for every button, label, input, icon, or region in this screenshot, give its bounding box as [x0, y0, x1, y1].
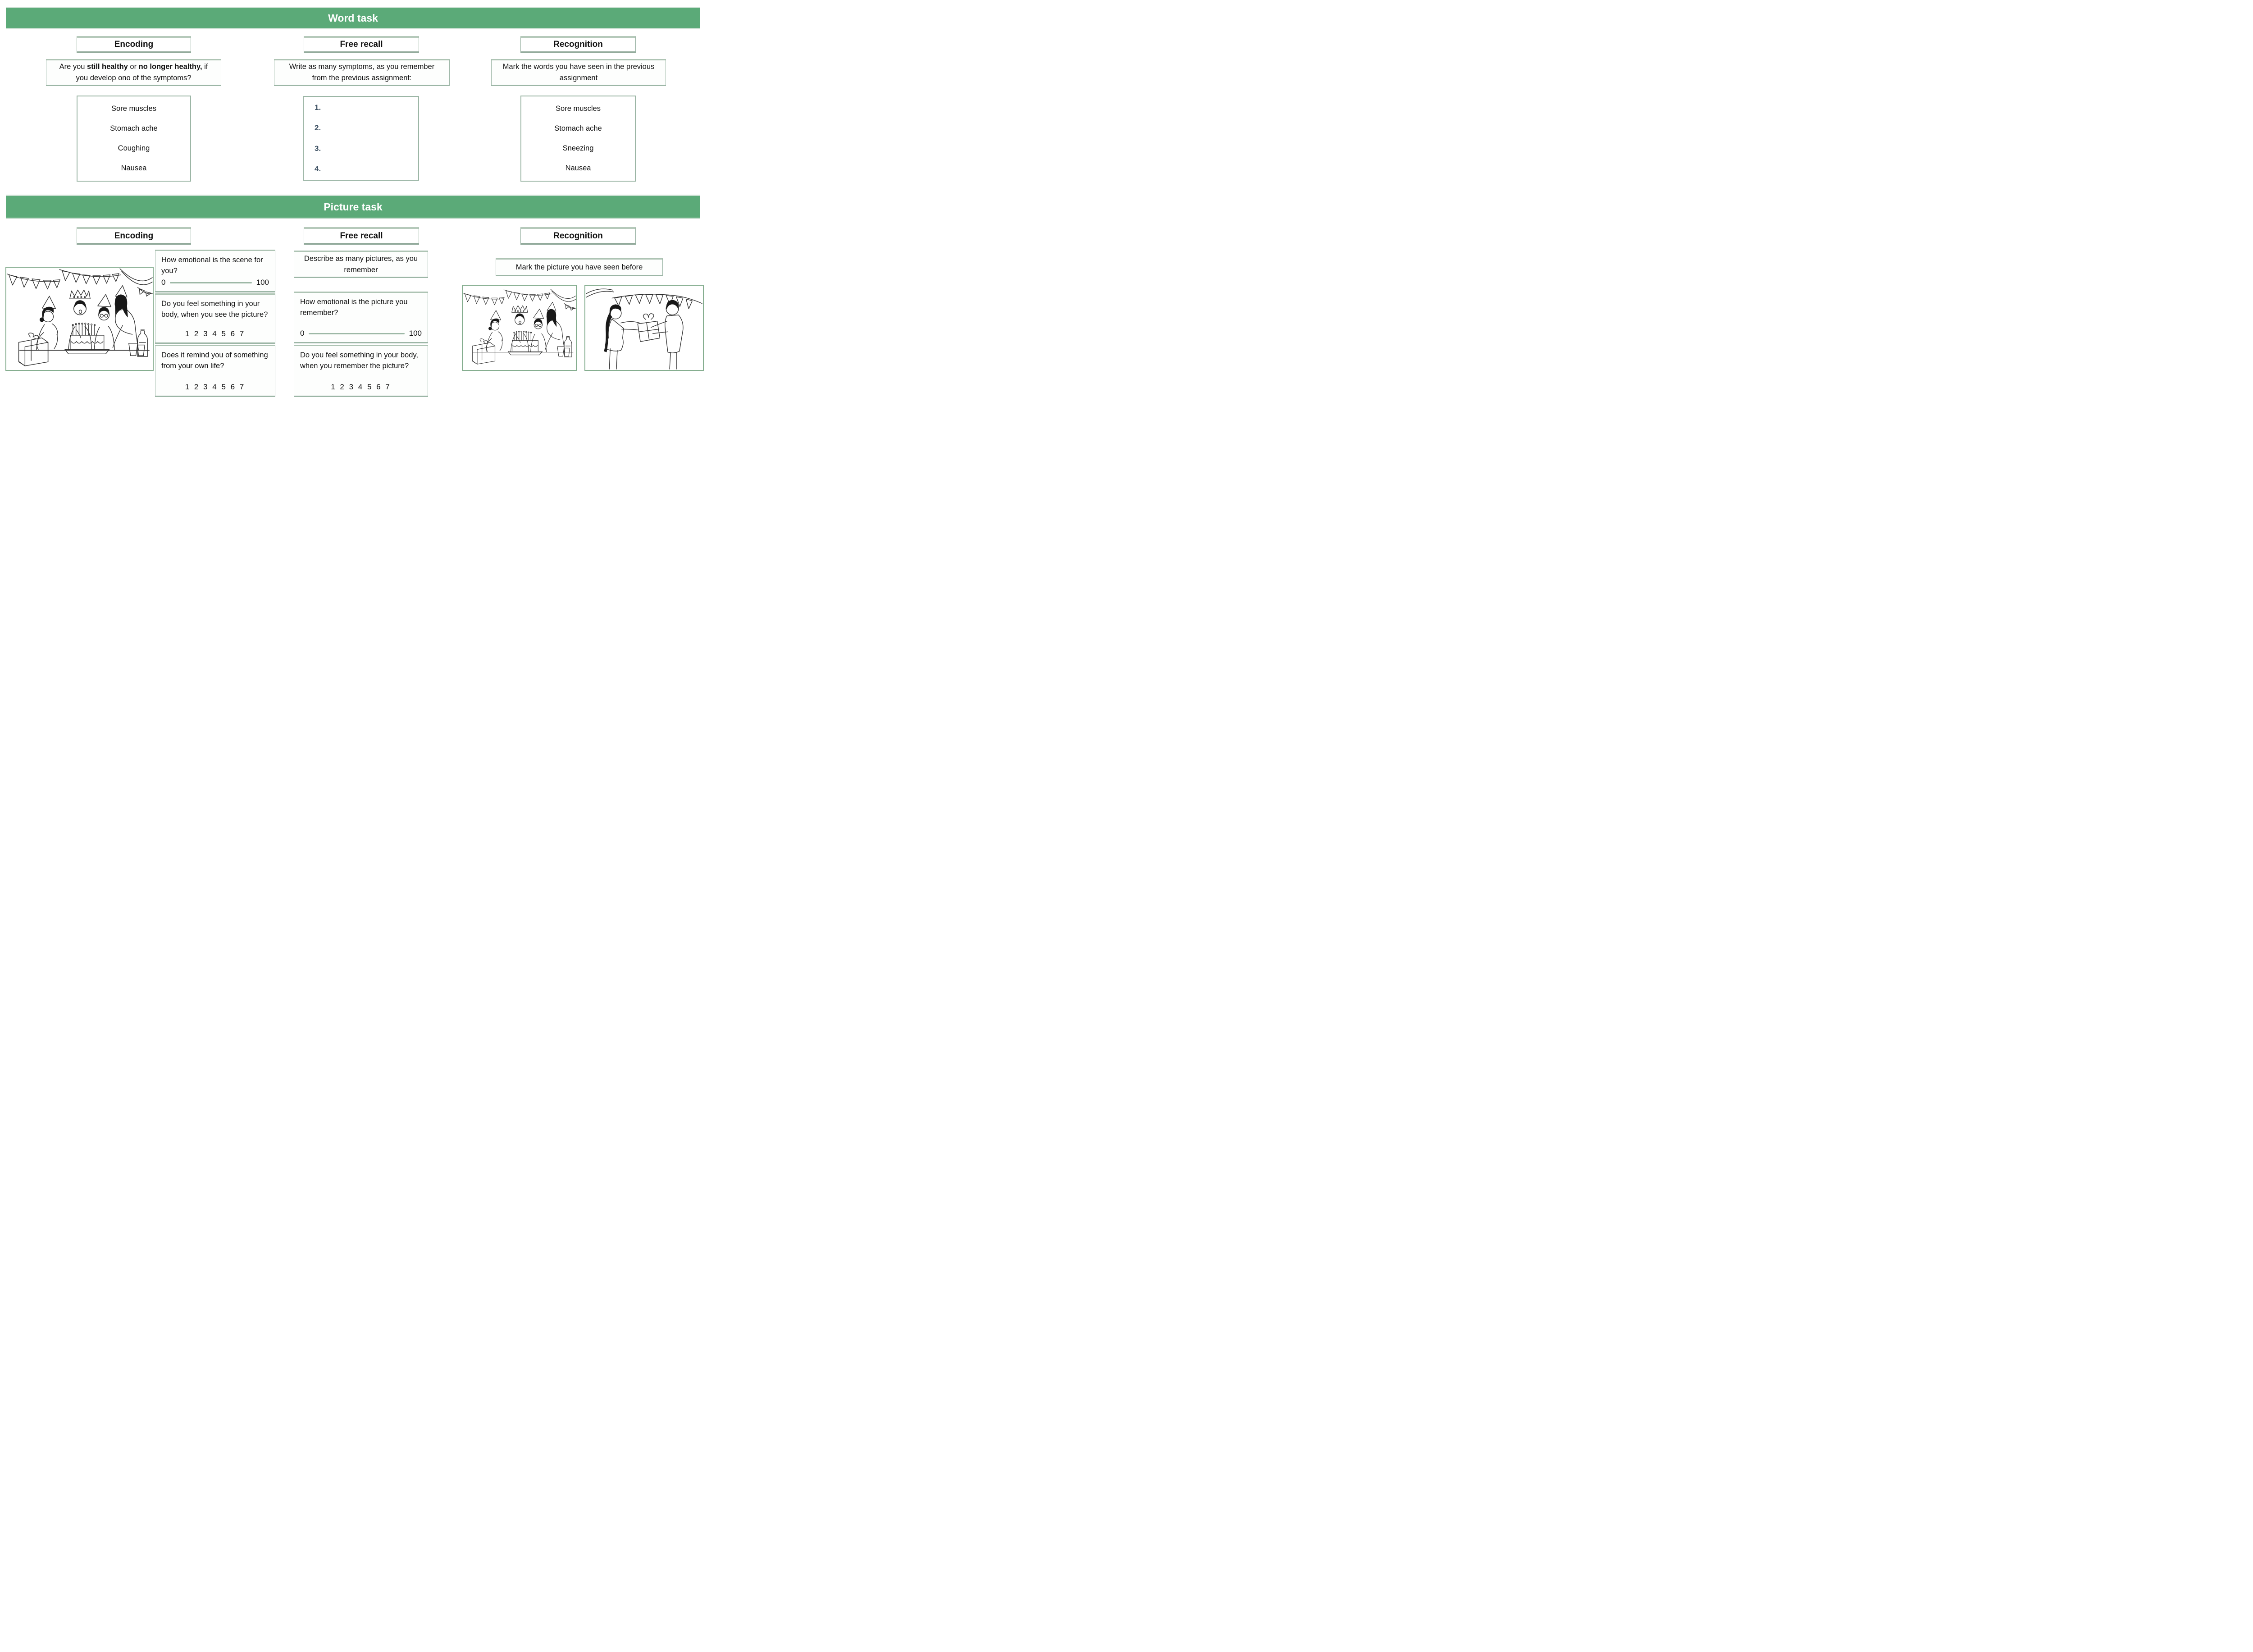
study-design-figure: Word task Encoding Are you still healthy… — [0, 0, 707, 403]
picture-free-recall-header-box: Free recall — [304, 227, 419, 245]
picture-encoding-header-box: Encoding — [77, 227, 191, 245]
word-list-item: Sore muscles — [111, 105, 156, 113]
picture-encoding-reminder-question: Does it remind you of something from you… — [161, 351, 268, 370]
word-free-recall-question-box: Write as many symptoms, as you remember … — [274, 59, 450, 86]
word-task-title: Word task — [328, 12, 378, 24]
emotion-scale: 0 100 — [300, 329, 422, 338]
word-free-recall-header-label: Free recall — [340, 40, 383, 49]
picture-free-recall-emotion-box: How emotional is the picture you remembe… — [294, 292, 428, 343]
question-part: Are you — [59, 63, 87, 71]
word-list-item: Stomach ache — [110, 124, 158, 132]
scale-max-label: 100 — [409, 329, 422, 338]
question-part-bold: no longer healthy, — [138, 63, 202, 71]
picture-recognition-question: Mark the picture you have seen before — [515, 263, 643, 271]
picture-free-recall-describe-box: Describe as many pictures, as you rememb… — [294, 251, 428, 278]
picture-free-recall-emotion-question: How emotional is the picture you remembe… — [300, 298, 408, 317]
picture-free-recall-body-feeling-box: Do you feel something in your body, when… — [294, 345, 428, 397]
question-part: or — [128, 63, 139, 71]
word-list-item: Sneezing — [562, 144, 594, 152]
scale-max-label: 100 — [256, 278, 269, 287]
word-list-item: Sore muscles — [556, 105, 601, 113]
picture-encoding-reminder-box: Does it remind you of something from you… — [155, 345, 275, 397]
birthday-party-illustration — [5, 267, 154, 371]
recall-blank-number: 3. — [315, 144, 321, 153]
picture-recognition-header-label: Recognition — [553, 231, 603, 241]
word-encoding-question-box: Are you still healthy or no longer healt… — [46, 59, 221, 86]
picture-recognition-header-box: Recognition — [520, 227, 636, 245]
word-free-recall-header-box: Free recall — [304, 36, 419, 53]
word-free-recall-question: Write as many symptoms, as you remember … — [289, 63, 435, 82]
recall-blank-number: 2. — [315, 123, 321, 132]
picture-encoding-emotion-box: How emotional is the scene for you? 0 10… — [155, 250, 275, 292]
recall-blank-number: 1. — [315, 103, 321, 112]
word-list-item: Nausea — [121, 164, 147, 172]
picture-task-bar: Picture task — [6, 195, 700, 219]
scale-min-label: 0 — [300, 329, 305, 338]
picture-encoding-header-label: Encoding — [114, 231, 154, 241]
recognition-birthday-party-illustration — [462, 285, 577, 371]
recall-blank-number: 4. — [315, 164, 321, 173]
word-free-recall-answer-box: 1. 2. 3. 4. — [303, 96, 419, 181]
word-list-item: Coughing — [118, 144, 150, 152]
likert-scale: 1 2 3 4 5 6 7 — [185, 383, 246, 391]
picture-encoding-body-feeling-question: Do you feel something in your body, when… — [161, 300, 268, 319]
scale-line — [309, 333, 405, 334]
picture-encoding-emotion-question: How emotional is the scene for you? — [161, 256, 263, 275]
scale-min-label: 0 — [161, 278, 166, 287]
question-part-bold: still healthy — [87, 63, 128, 71]
word-task-bar: Word task — [6, 7, 700, 29]
word-list-item: Nausea — [565, 164, 591, 172]
emotion-scale: 0 100 — [161, 278, 269, 287]
picture-recognition-question-box: Mark the picture you have seen before — [496, 258, 663, 276]
picture-free-recall-describe-question: Describe as many pictures, as you rememb… — [304, 254, 418, 274]
word-list-item: Stomach ache — [554, 124, 602, 132]
word-recognition-question-box: Mark the words you have seen in the prev… — [491, 59, 666, 86]
scale-line — [170, 282, 252, 283]
word-encoding-header-box: Encoding — [77, 36, 191, 53]
likert-scale: 1 2 3 4 5 6 7 — [185, 329, 246, 338]
question-part: if you develop ono of the symptoms? — [76, 63, 208, 82]
word-recognition-header-box: Recognition — [520, 36, 636, 53]
picture-free-recall-header-label: Free recall — [340, 231, 383, 241]
picture-free-recall-body-feeling-question: Do you feel something in your body, when… — [300, 351, 419, 370]
word-recognition-question: Mark the words you have seen in the prev… — [502, 63, 655, 82]
word-encoding-word-list: Sore muscles Stomach ache Coughing Nause… — [77, 96, 191, 182]
recognition-gift-exchange-illustration — [584, 285, 704, 371]
word-recognition-header-label: Recognition — [553, 40, 603, 49]
picture-task-title: Picture task — [324, 201, 383, 213]
word-encoding-header-label: Encoding — [114, 40, 154, 49]
word-encoding-question: Are you still healthy or no longer healt… — [53, 61, 214, 84]
picture-encoding-body-feeling-box: Do you feel something in your body, when… — [155, 293, 275, 344]
likert-scale: 1 2 3 4 5 6 7 — [331, 383, 391, 391]
word-recognition-word-list: Sore muscles Stomach ache Sneezing Nause… — [520, 96, 636, 182]
